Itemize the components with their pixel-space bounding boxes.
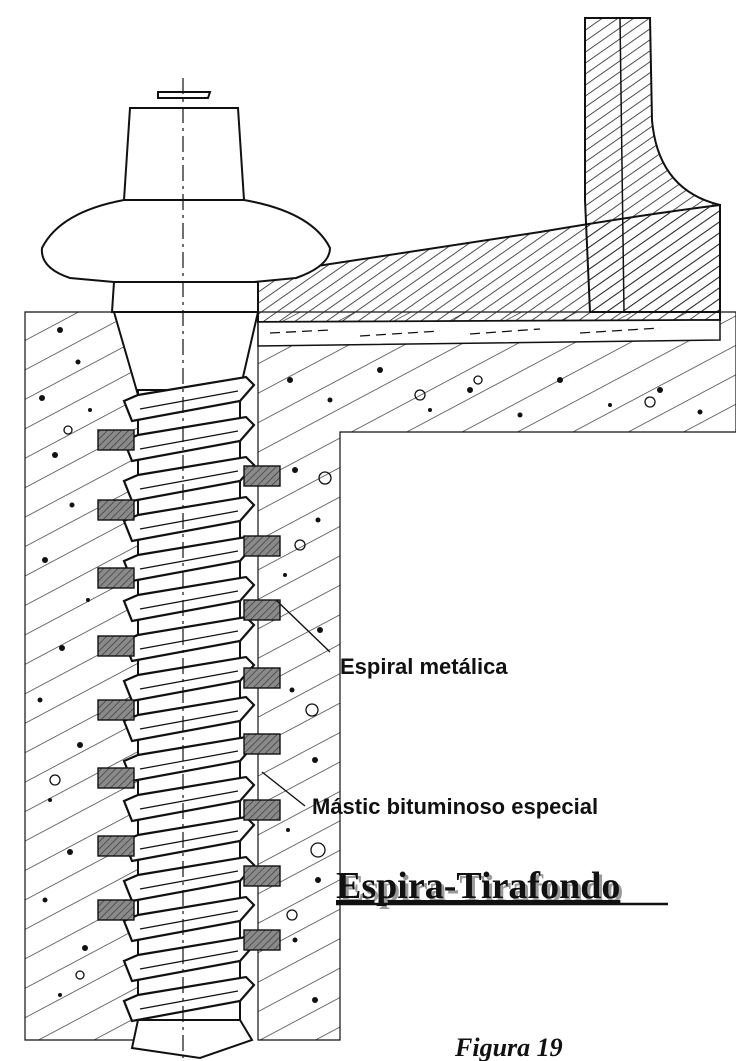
thread-flank (122, 895, 256, 943)
spiral-band-section (243, 667, 281, 689)
spiral-band-section (243, 465, 281, 487)
thread-flank (122, 615, 256, 663)
thread-flank (122, 975, 256, 1023)
thread-edge (139, 950, 239, 970)
head-neck (110, 281, 259, 313)
spiral-band-section (243, 733, 281, 755)
thread-edge (139, 710, 239, 730)
screw-thread (122, 375, 256, 1060)
spiral-band-section (97, 429, 135, 451)
ground-block (24, 311, 736, 1041)
thread-edge (139, 990, 239, 1010)
thread-edge (139, 670, 239, 690)
thread-edge (139, 590, 239, 610)
mastic-label: Mástic bituminoso especial (312, 794, 598, 819)
thread-edge (139, 510, 239, 530)
spiral-label: Espiral metálica (340, 654, 508, 679)
thread-edge (139, 470, 239, 490)
spiral-band-section (243, 929, 281, 951)
head-collar (40, 199, 332, 283)
spiral-band-section (97, 635, 135, 657)
mastic-leader (261, 771, 306, 807)
thread-flank (122, 815, 256, 863)
thread-edge (139, 550, 239, 570)
head-cap (157, 91, 212, 99)
spiral-leader (275, 599, 331, 653)
thread-flank (122, 695, 256, 743)
leader-lines (261, 599, 331, 807)
head-square (122, 107, 246, 201)
title: Espira-Tirafondo (336, 865, 620, 907)
figure-caption: Figura 19 (454, 1033, 563, 1061)
spiral-band-section (243, 535, 281, 557)
thread-edge (139, 390, 239, 410)
screw-head (40, 91, 332, 313)
thread-edge (139, 910, 239, 930)
spiral-band-section (243, 865, 281, 887)
spiral-band-section (97, 835, 135, 857)
thread-flank (122, 415, 256, 463)
spiral-band-section (97, 499, 135, 521)
rail-web (583, 17, 721, 313)
aggregate-rings (49, 375, 656, 980)
thread-edge (139, 830, 239, 850)
thread-edge (139, 630, 239, 650)
thread-flank (122, 775, 256, 823)
spiral-band-section (97, 567, 135, 589)
thread-edge (139, 870, 239, 890)
thread-flank (122, 375, 256, 423)
spiral-band-section (97, 699, 135, 721)
spiral-band-section (243, 599, 281, 621)
thread-edge (139, 430, 239, 450)
aggregate-dots (37, 327, 703, 1003)
thread-flank (122, 495, 256, 543)
spiral-band-section (97, 899, 135, 921)
thread-edge (139, 790, 239, 810)
screw-tip (130, 1019, 254, 1060)
metallic-spiral-bands (97, 429, 281, 951)
spiral-band-section (243, 799, 281, 821)
rail (257, 17, 721, 347)
thread-flank (122, 575, 256, 623)
spiral-band-section (97, 767, 135, 789)
thread-edge (139, 750, 239, 770)
